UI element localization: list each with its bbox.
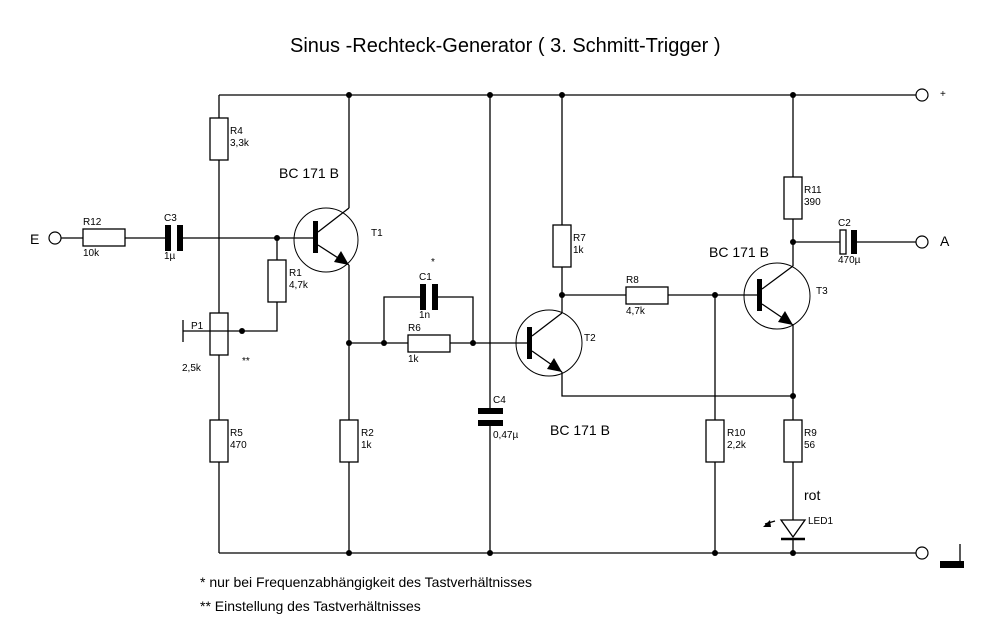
svg-text:R8: R8 — [626, 275, 639, 286]
t3-type-label: BC 171 B — [709, 244, 769, 260]
junction — [487, 92, 493, 98]
svg-text:C2: C2 — [838, 218, 851, 229]
resistor-r2: R2 1k — [339, 419, 374, 463]
junction — [487, 550, 493, 556]
emitter-link-wire — [561, 372, 793, 397]
svg-text:C3: C3 — [164, 213, 177, 224]
resistor-r7: R7 1k — [552, 224, 586, 268]
junction — [790, 393, 796, 399]
junction — [790, 550, 796, 556]
svg-text:R10: R10 — [727, 428, 746, 439]
resistor-r8: R8 4,7k — [625, 275, 669, 317]
svg-text:1k: 1k — [408, 354, 420, 365]
input-label: E — [30, 231, 39, 247]
svg-text:P1: P1 — [191, 321, 204, 332]
resistor-r9: R9 56 — [783, 419, 817, 463]
t2-type-label: BC 171 B — [550, 422, 610, 438]
junction — [559, 92, 565, 98]
footnote-1: * nur bei Frequenzabhängigkeit des Tastv… — [200, 574, 532, 590]
ground-icon — [940, 544, 964, 568]
resistor-r6: R6 1k — [407, 323, 451, 365]
svg-text:4,7k: 4,7k — [289, 280, 309, 291]
svg-text:R2: R2 — [361, 428, 374, 439]
resistor-r12: R12 10k — [82, 217, 126, 259]
input-terminal[interactable] — [48, 231, 62, 245]
junction — [712, 550, 718, 556]
transistor-t1: T1 BC 171 B — [279, 165, 383, 273]
p1-footnote-mark: ** — [242, 356, 250, 367]
svg-text:2,5k: 2,5k — [182, 363, 202, 374]
svg-text:56: 56 — [804, 440, 816, 451]
footnote-2: ** Einstellung des Tastverhältnisses — [200, 598, 421, 614]
svg-text:1k: 1k — [573, 245, 585, 256]
svg-text:390: 390 — [804, 197, 821, 208]
led1: LED1 — [763, 516, 833, 541]
svg-text:C1: C1 — [419, 272, 432, 283]
c1-footnote-mark: * — [431, 257, 435, 268]
svg-text:1k: 1k — [361, 440, 373, 451]
potentiometer-p1[interactable]: P1 2,5k ** — [182, 312, 250, 374]
supply-terminal[interactable] — [915, 88, 929, 102]
svg-text:1n: 1n — [419, 310, 430, 321]
transistor-t2: T2 BC 171 B — [515, 309, 610, 438]
capacitor-c1: C1 1n * — [419, 257, 438, 321]
ground-terminal[interactable] — [915, 546, 929, 560]
resistor-r4: R4 3,3k — [209, 117, 250, 161]
led-color-label: rot — [804, 487, 820, 503]
capacitor-c3: C3 1µ — [164, 213, 183, 262]
capacitor-c2: C2 470µ — [838, 218, 861, 266]
svg-text:0,47µ: 0,47µ — [493, 430, 518, 441]
junction — [790, 92, 796, 98]
svg-text:T2: T2 — [584, 333, 596, 344]
svg-text:R6: R6 — [408, 323, 421, 334]
svg-text:1µ: 1µ — [164, 251, 176, 262]
svg-text:R5: R5 — [230, 428, 243, 439]
svg-text:LED1: LED1 — [808, 516, 833, 527]
schematic-title: Sinus -Rechteck-Generator ( 3. Schmitt-T… — [290, 35, 721, 57]
svg-text:470: 470 — [230, 440, 247, 451]
svg-text:10k: 10k — [83, 248, 100, 259]
junction — [470, 340, 476, 346]
svg-text:R11: R11 — [804, 185, 822, 196]
svg-text:470µ: 470µ — [838, 255, 861, 266]
junction — [346, 92, 352, 98]
transistor-t3: T3 BC 171 B — [709, 244, 828, 330]
svg-text:R12: R12 — [83, 217, 102, 228]
capacitor-c4: C4 0,47µ — [478, 395, 518, 441]
junction — [346, 550, 352, 556]
svg-text:T1: T1 — [371, 228, 383, 239]
t1-type-label: BC 171 B — [279, 165, 339, 181]
svg-text:2,2k: 2,2k — [727, 440, 747, 451]
resistor-r5: R5 470 — [209, 419, 247, 463]
svg-text:R4: R4 — [230, 126, 243, 137]
resistor-r11: R11 390 — [783, 176, 822, 220]
resistor-r10: R10 2,2k — [705, 419, 747, 463]
output-terminal[interactable] — [915, 235, 929, 249]
svg-text:C4: C4 — [493, 395, 506, 406]
svg-text:R1: R1 — [289, 268, 302, 279]
svg-text:T3: T3 — [816, 286, 828, 297]
svg-text:R9: R9 — [804, 428, 817, 439]
svg-text:3,3k: 3,3k — [230, 138, 250, 149]
resistor-r1: R1 4,7k — [267, 259, 309, 303]
supply-plus-label: + — [940, 89, 946, 100]
svg-text:R7: R7 — [573, 233, 586, 244]
svg-text:4,7k: 4,7k — [626, 306, 646, 317]
output-label: A — [940, 233, 950, 249]
